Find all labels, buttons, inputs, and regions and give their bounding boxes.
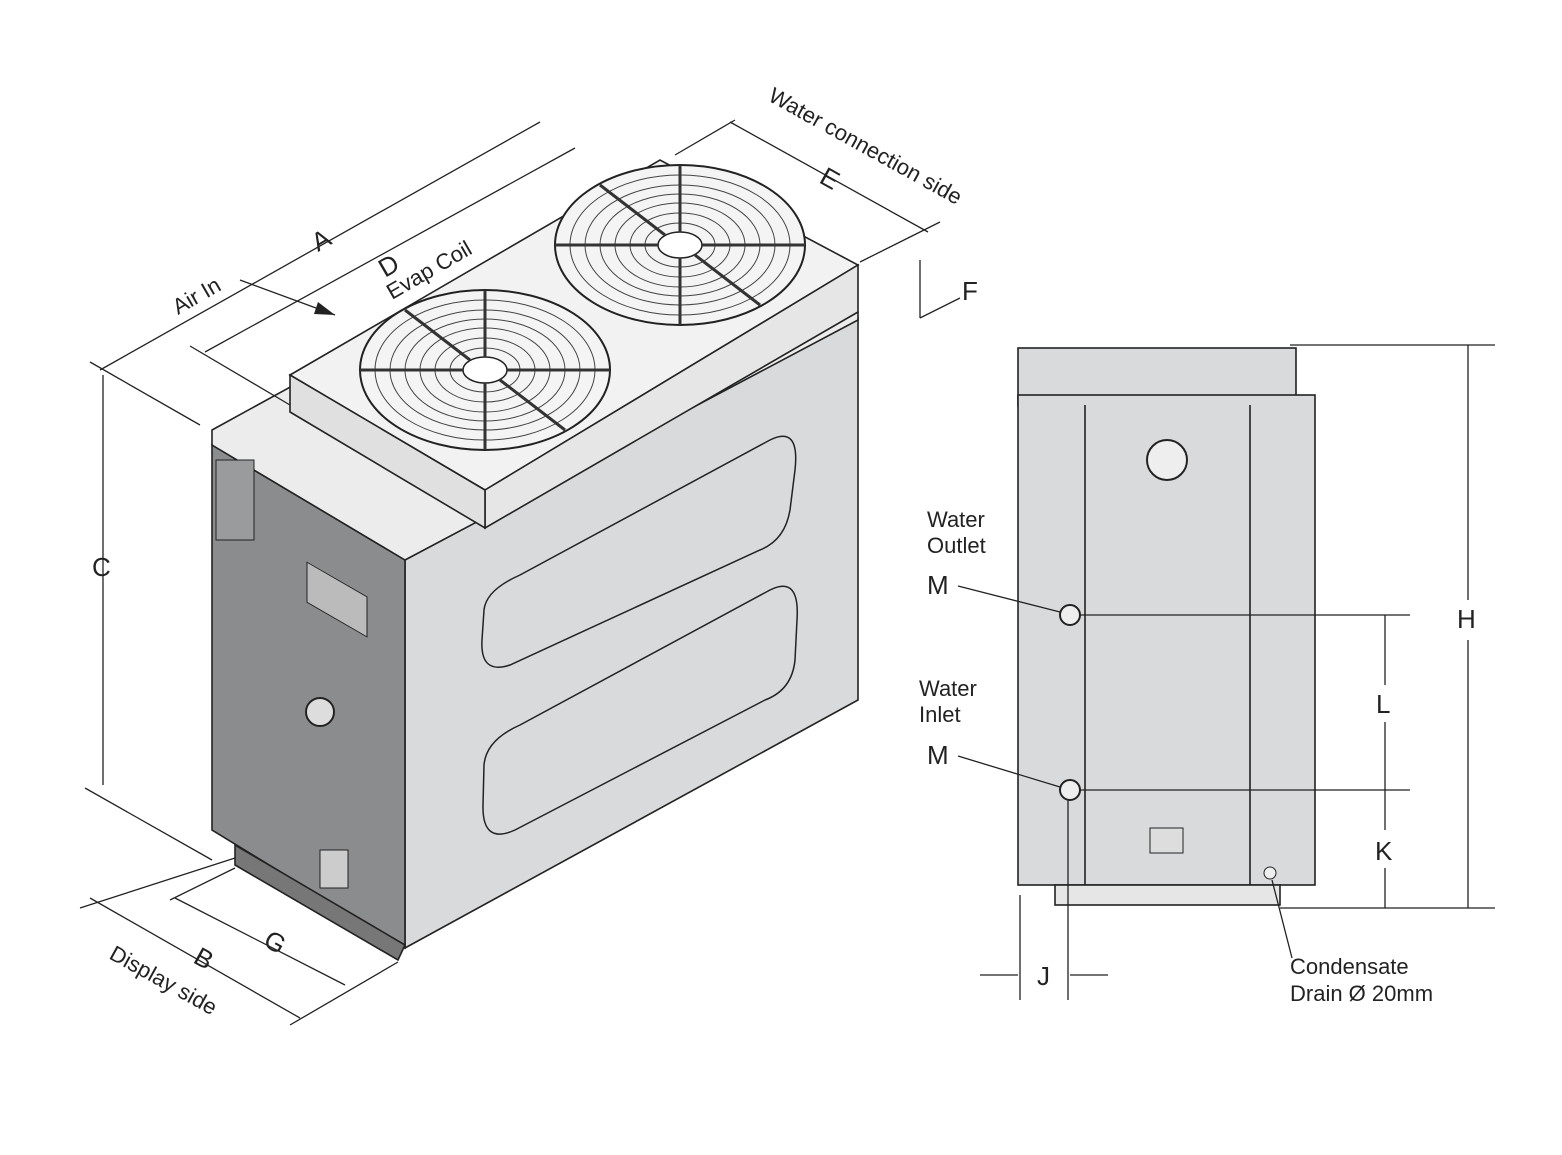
air-in-label: Air In — [168, 272, 225, 319]
m-inlet-label: M — [927, 740, 949, 770]
dim-l-label: L — [1376, 689, 1390, 719]
evap-coil-outline-upper — [481, 435, 797, 668]
dim-k-label: K — [1375, 836, 1393, 866]
side-view: Water Outlet M Water Inlet M H L K J Con… — [919, 344, 1495, 1006]
dim-b-label: B — [189, 941, 219, 976]
m-outlet-label: M — [927, 570, 949, 600]
evap-coil-outline-lower — [482, 585, 799, 835]
side-base — [1054, 884, 1281, 906]
dim-c-label: C — [92, 552, 111, 582]
condensate-drain-label-2: Drain Ø 20mm — [1290, 981, 1433, 1006]
condensate-drain-fitting — [1263, 866, 1277, 880]
water-connection-side-label: Water connection side — [765, 83, 967, 210]
display-panel — [306, 561, 368, 638]
water-inlet-fitting — [1059, 779, 1081, 801]
water-outlet-fitting — [1059, 604, 1081, 626]
water-inlet-label-2: Inlet — [919, 702, 961, 727]
dim-j-label: J — [1037, 961, 1050, 991]
water-outlet-label-2: Outlet — [927, 533, 986, 558]
side-access-panel — [215, 459, 255, 541]
isometric-view: A D Air In Evap Coil Water connection si… — [79, 83, 978, 1026]
side-label — [1149, 827, 1184, 854]
condensate-drain-label-1: Condensate — [1290, 954, 1409, 979]
dim-h-label: H — [1457, 604, 1476, 634]
fan-housing-left — [289, 373, 486, 530]
dim-f-label: F — [962, 276, 978, 306]
fan-rear — [553, 163, 807, 327]
water-inlet-label-1: Water — [919, 676, 977, 701]
rheem-logo — [305, 697, 335, 727]
side-rheem-logo — [1146, 439, 1188, 481]
water-outlet-label-1: Water — [927, 507, 985, 532]
fan-front — [358, 288, 612, 452]
rating-label — [319, 849, 349, 889]
dim-e-label: E — [815, 161, 845, 196]
